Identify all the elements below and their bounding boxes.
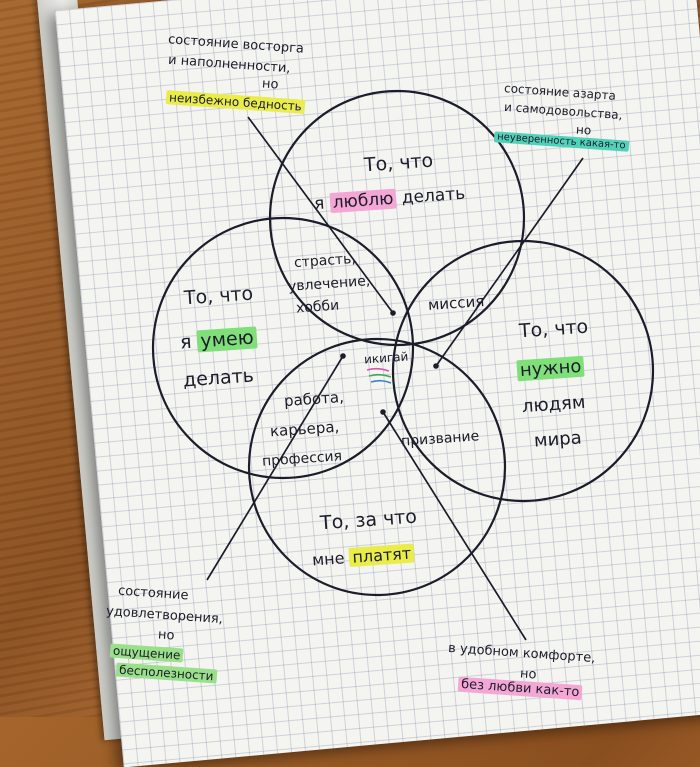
label-skill-marked: умею xyxy=(196,326,258,353)
dot-passion xyxy=(390,310,396,316)
dot-vocation xyxy=(380,409,386,415)
circle-need xyxy=(391,239,655,503)
label-need-line3: людям xyxy=(521,391,587,418)
note-top-right-3: но xyxy=(575,122,592,138)
center-underline-pink xyxy=(366,367,390,372)
overlap-passion-1: страсть, xyxy=(293,250,357,272)
label-paid-pre: мне xyxy=(311,548,346,570)
circle-paid xyxy=(247,337,507,597)
note-bottom-left-3: но xyxy=(157,627,175,644)
label-skill-line2: я умею xyxy=(179,326,258,354)
label-skill-pre: я xyxy=(179,330,193,354)
center-ikigai-label: икигай xyxy=(363,349,409,367)
overlap-mission: миссия xyxy=(427,292,485,314)
center-underline-blue xyxy=(370,379,392,384)
ikigai-diagram xyxy=(151,89,655,641)
label-love-pre: я xyxy=(313,193,326,215)
overlap-passion-3: хобби xyxy=(295,297,340,317)
label-need-line2: нужно xyxy=(516,355,586,382)
label-love-line1: То, что xyxy=(363,149,434,177)
label-need-line1: То, что xyxy=(518,315,589,343)
leader-line-bottom-left xyxy=(206,355,344,581)
label-skill-line3: делать xyxy=(182,364,255,392)
label-skill-line1: То, что xyxy=(183,282,254,310)
leader-line-top-right xyxy=(435,157,584,367)
note-bottom-right-2: но xyxy=(519,666,537,683)
leader-line-top-left xyxy=(247,116,394,314)
label-need-line4: мира xyxy=(533,427,583,452)
circle-skill xyxy=(151,216,415,480)
overlap-profession-1: работа, xyxy=(283,387,345,411)
note-top-left-3: но xyxy=(261,76,279,93)
dot-mission xyxy=(433,363,439,369)
leader-line-bottom-right xyxy=(382,411,527,641)
center-underline-green xyxy=(368,373,392,378)
dot-profession xyxy=(340,353,346,359)
